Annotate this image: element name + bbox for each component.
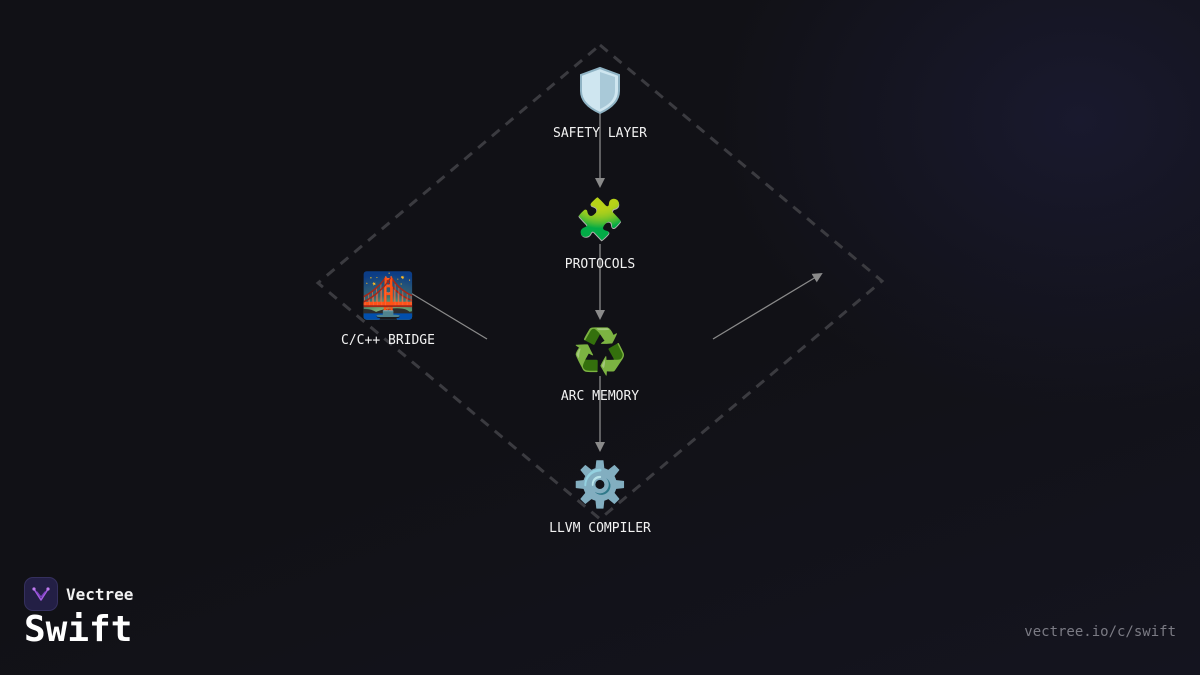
node-label-safety: SAFETY LAYER [553, 126, 647, 141]
node-cpp-bridge: 🌉 C/C++ BRIDGE [341, 271, 435, 349]
node-label-llvm: LLVM COMPILER [549, 521, 651, 536]
brand[interactable]: Vectree [24, 577, 133, 611]
shield-icon [580, 66, 620, 115]
edge-right-connector [712, 272, 823, 340]
node-label-bridge: C/C++ BRIDGE [341, 333, 435, 348]
puzzle-piece-icon: 🧩 [575, 196, 625, 243]
node-label-protocols: PROTOCOLS [565, 257, 635, 272]
node-llvm-compiler: ⚙️ LLVM COMPILER [549, 460, 651, 537]
edge-bridge-connector [408, 291, 488, 340]
recycle-icon: ♻️ [573, 327, 628, 378]
node-arc-memory: ♻️ ARC MEMORY [561, 327, 639, 405]
page-title: Swift [24, 609, 133, 650]
vectree-logo-icon [24, 577, 58, 611]
node-protocols: 🧩 PROTOCOLS [565, 196, 635, 272]
brand-name: Vectree [66, 584, 134, 604]
gear-icon: ⚙️ [573, 460, 628, 511]
page-url[interactable]: vectree.io/c/swift [1024, 624, 1176, 640]
bridge-at-night-icon: 🌉 [361, 271, 416, 322]
node-label-arc: ARC MEMORY [561, 389, 639, 404]
dashed-diamond-outline [315, 43, 885, 521]
node-safety-layer: SAFETY LAYER [553, 66, 647, 141]
